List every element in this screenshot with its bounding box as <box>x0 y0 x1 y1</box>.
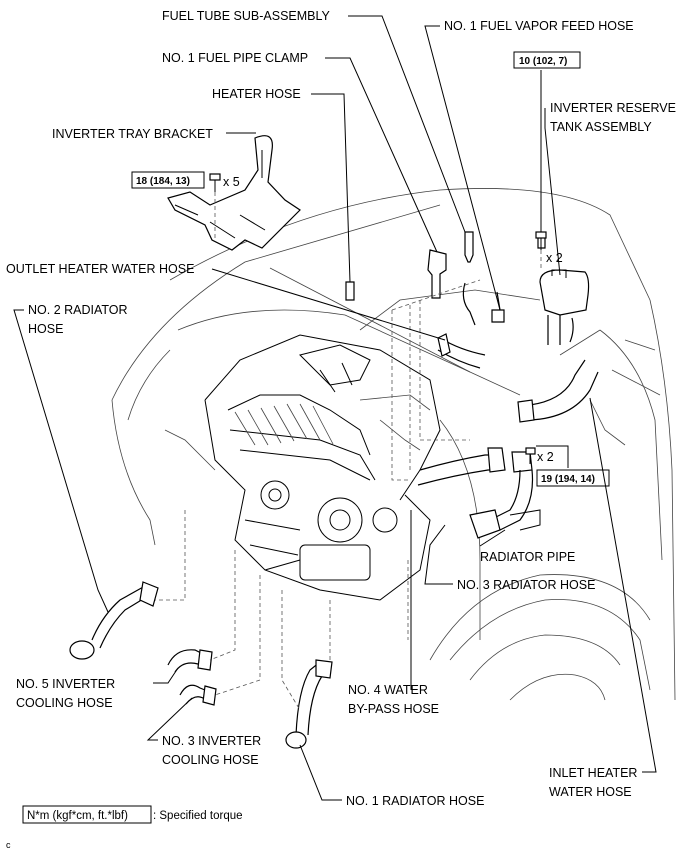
corner-mark: c <box>6 840 11 850</box>
multiplier-x2-top: x 2 <box>546 251 563 265</box>
torque-spec-19: 19 (194, 14) x 2 <box>536 445 610 487</box>
bolt-18 <box>209 173 221 192</box>
torque-value-18: 18 (184, 13) <box>136 176 190 187</box>
label-inlet-heater-1: INLET HEATER <box>549 766 637 780</box>
inlet-heater-water-hose-part <box>517 359 599 423</box>
legend-box-text: N*m (kgf*cm, ft.*lbf) <box>27 810 128 822</box>
no5-inverter-cooling-hose-part <box>167 649 213 673</box>
multiplier-x2-bottom: x 2 <box>537 450 554 464</box>
label-inlet-heater-2: WATER HOSE <box>549 785 632 799</box>
outlet-heater-water-hose-part <box>437 333 486 369</box>
multiplier-x5: x 5 <box>223 175 240 189</box>
no2-radiator-hose-part <box>69 581 159 660</box>
inverter-tray-bracket-part <box>167 135 301 251</box>
label-fuel-tube: FUEL TUBE SUB-ASSEMBLY <box>162 9 331 23</box>
label-outlet-heater-hose: OUTLET HEATER WATER HOSE <box>6 262 194 276</box>
torque-legend: N*m (kgf*cm, ft.*lbf) : Specified torque <box>22 805 243 824</box>
label-inverter-reserve-2: TANK ASSEMBLY <box>550 120 652 134</box>
legend-description: : Specified torque <box>153 810 243 822</box>
no1-radiator-hose-part <box>285 659 333 749</box>
callout-labels: FUEL TUBE SUB-ASSEMBLY NO. 1 FUEL VAPOR … <box>6 9 676 808</box>
label-no5-inverter-1: NO. 5 INVERTER <box>16 677 115 691</box>
inverter-reserve-tank-part <box>537 234 590 345</box>
torque-spec-10: 10 (102, 7) <box>513 51 581 69</box>
label-no3-inverter-1: NO. 3 INVERTER <box>162 734 261 748</box>
label-no2-radiator-2: HOSE <box>28 322 63 336</box>
engine-assembly <box>204 334 441 601</box>
label-heater-hose: HEATER HOSE <box>212 87 301 101</box>
vehicle-body-outline <box>111 188 676 701</box>
bolt-19 <box>525 447 536 464</box>
label-inverter-tray-bracket: INVERTER TRAY BRACKET <box>52 127 213 141</box>
label-radiator-pipe: RADIATOR PIPE <box>480 550 575 564</box>
radiator-pipe-part <box>417 447 541 539</box>
label-no1-radiator-hose: NO. 1 RADIATOR HOSE <box>346 794 484 808</box>
label-no3-radiator-hose: NO. 3 RADIATOR HOSE <box>457 578 595 592</box>
label-no3-inverter-2: COOLING HOSE <box>162 753 259 767</box>
label-fuel-vapor-hose: NO. 1 FUEL VAPOR FEED HOSE <box>444 19 634 33</box>
label-no4-bypass-1: NO. 4 WATER <box>348 683 428 697</box>
no3-inverter-cooling-hose-part <box>179 684 217 706</box>
torque-spec-18: 18 (184, 13) x 5 <box>131 171 240 189</box>
label-inverter-reserve-1: INVERTER RESERVE <box>550 101 676 115</box>
label-fuel-pipe-clamp: NO. 1 FUEL PIPE CLAMP <box>162 51 308 65</box>
bolts <box>209 173 547 464</box>
label-no5-inverter-2: COOLING HOSE <box>16 696 113 710</box>
label-no2-radiator-1: NO. 2 RADIATOR <box>28 303 128 317</box>
fuel-and-heater-parts <box>345 231 505 326</box>
torque-value-10: 10 (102, 7) <box>519 56 567 67</box>
intake-manifold-ribs <box>234 403 334 446</box>
dashed-location-lines <box>155 192 542 711</box>
label-no4-bypass-2: BY-PASS HOSE <box>348 702 439 716</box>
leader-lines <box>13 15 657 801</box>
torque-value-19: 19 (194, 14) <box>541 474 595 485</box>
